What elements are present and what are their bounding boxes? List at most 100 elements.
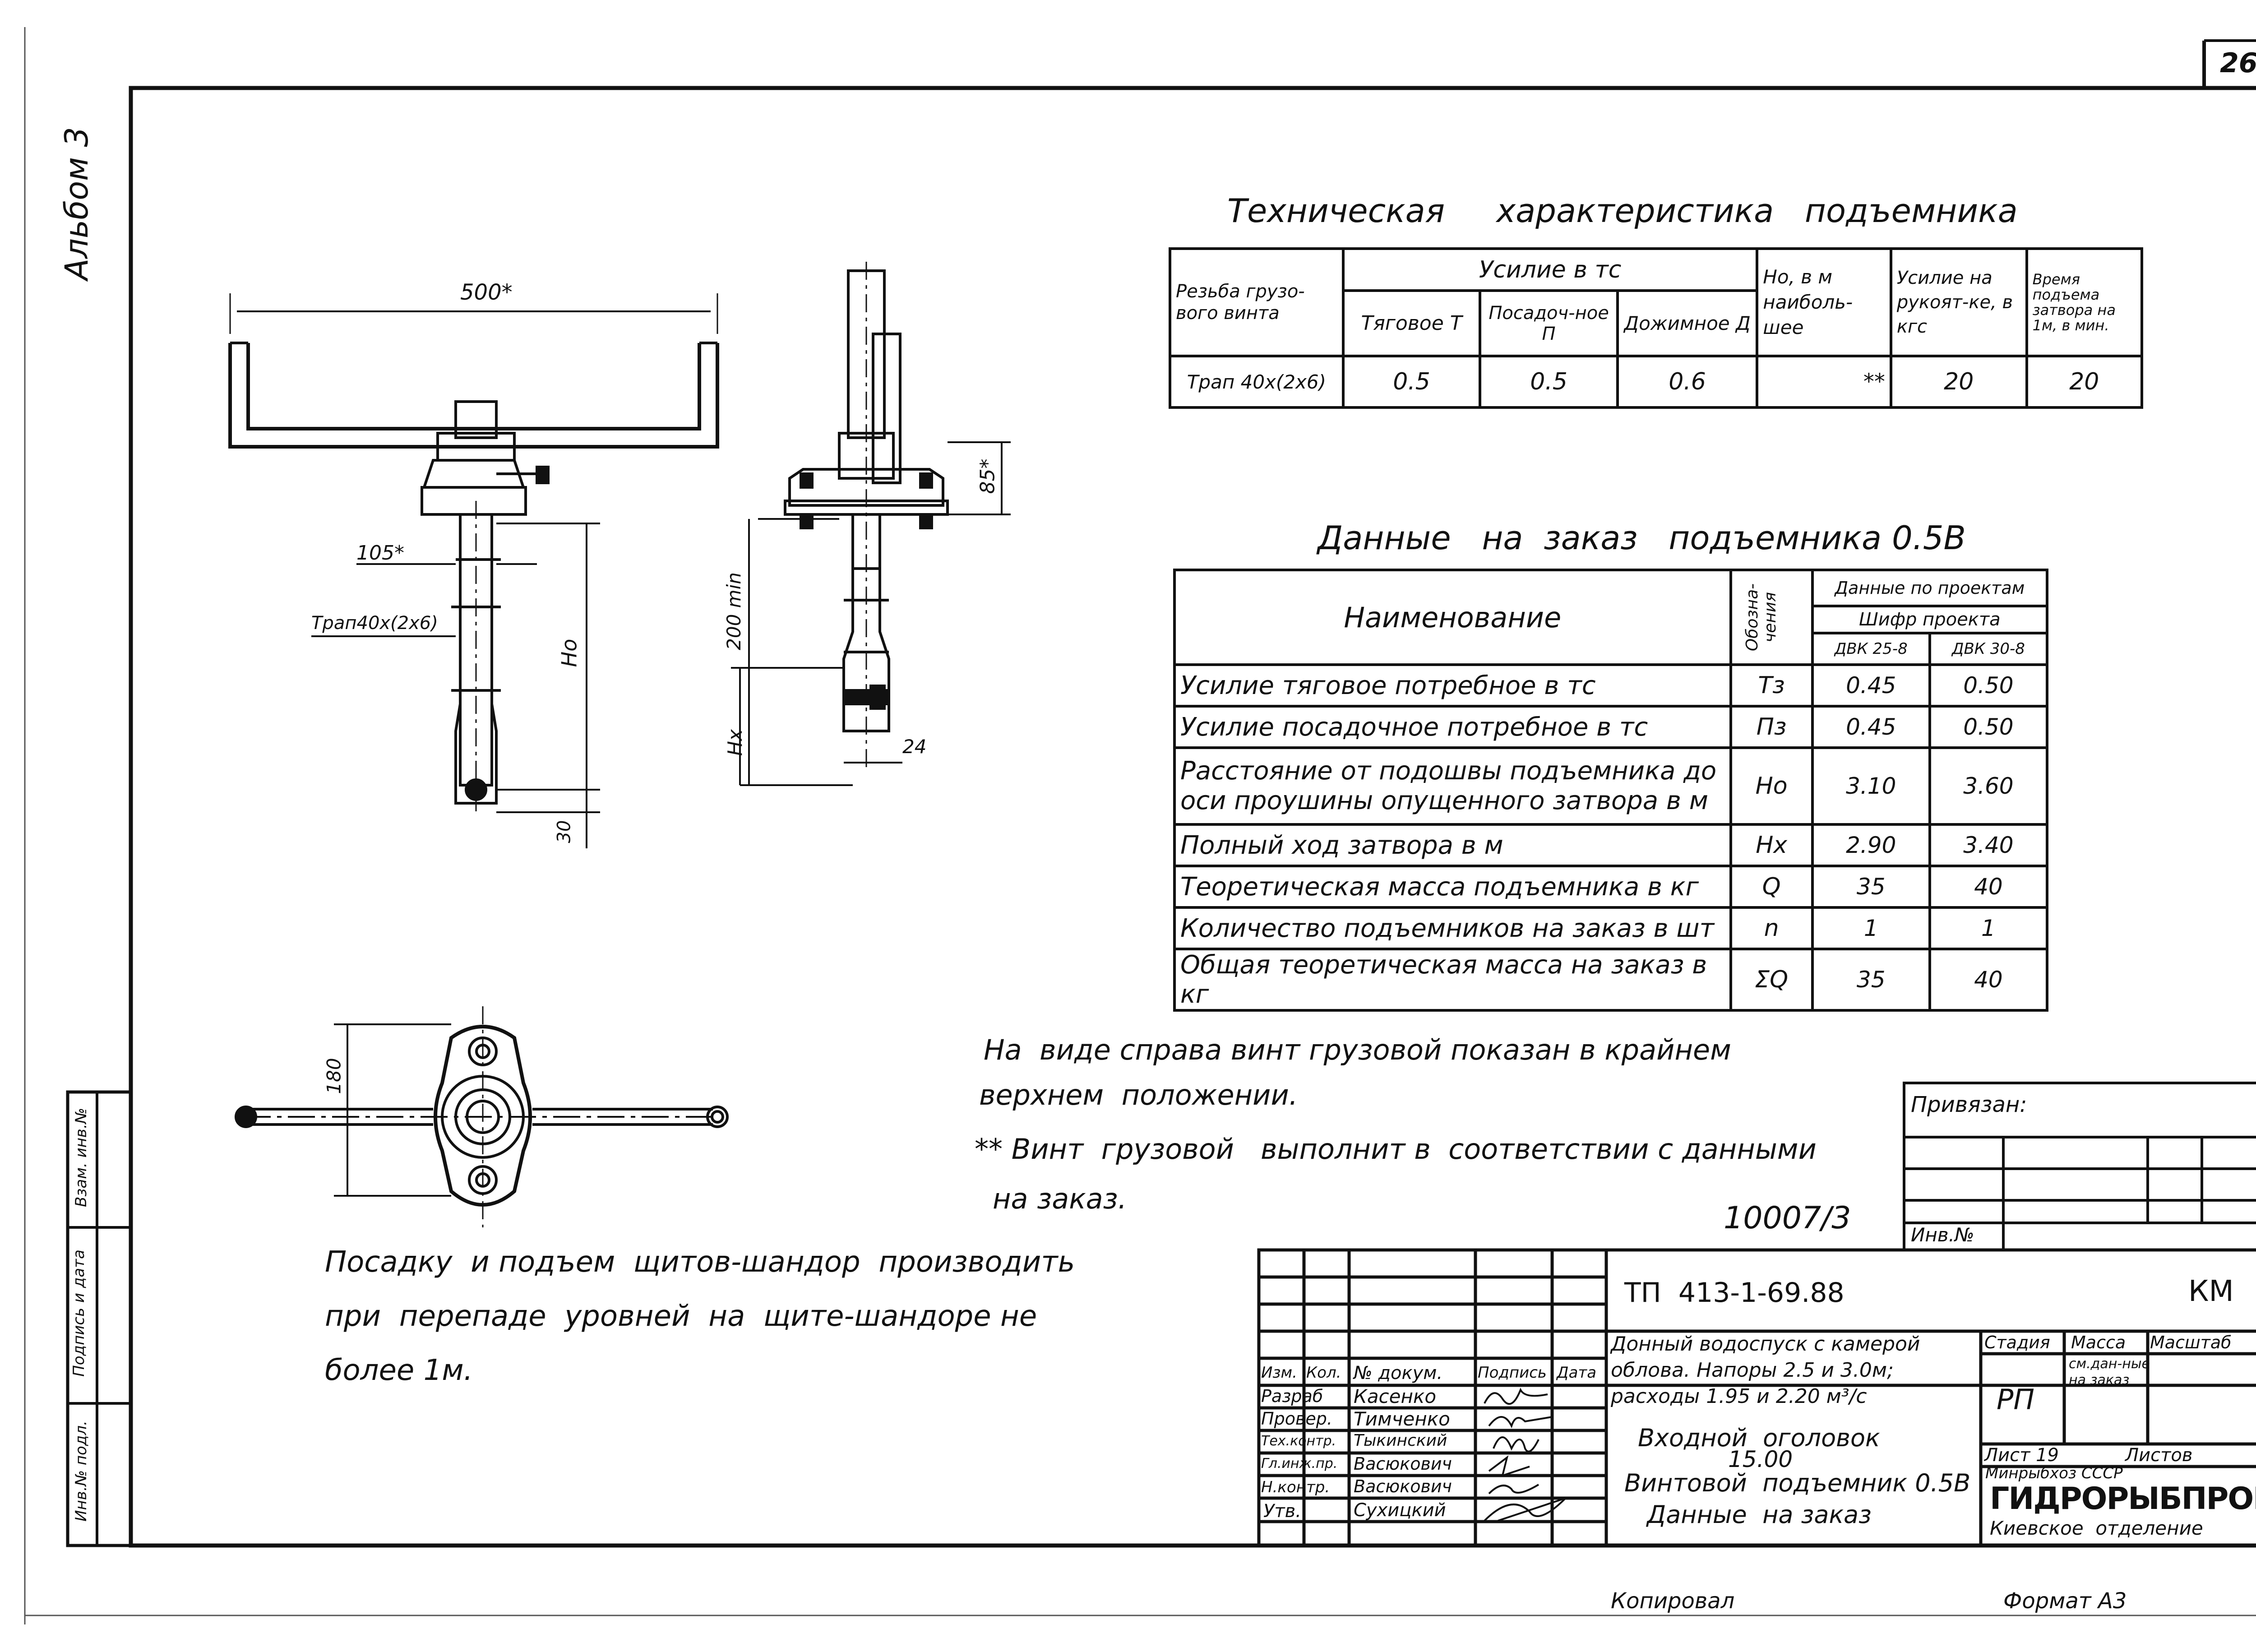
role-name: Васюкович	[1354, 1454, 1452, 1474]
sheet-subtitle: Данные на заказ	[1647, 1500, 1872, 1529]
order-row-a: 35	[1811, 948, 1931, 1012]
order-h-p1: ДВК 25-8	[1811, 632, 1931, 666]
tech-h-seat: Посадоч-ное П	[1479, 289, 1619, 358]
role-name: Тыкинский	[1354, 1431, 1447, 1450]
order-row-sym: Тз	[1729, 663, 1814, 708]
order-h-name: Наименование	[1173, 569, 1732, 666]
dim-105: 105*	[356, 541, 404, 565]
doc-part: Входной оголовок	[1638, 1424, 1880, 1452]
tech-title: Техническая характеристика подъемника	[1227, 192, 2018, 230]
tech-h-h0: Нo, в м наиболь-шее	[1756, 247, 1892, 358]
dim-24: 24	[902, 736, 927, 758]
order-row-name: Усилие тяговое потребное в тс	[1173, 663, 1732, 708]
order-table: Наименование Обозна-чения Данные по прое…	[1173, 569, 2049, 1012]
order-row-b: 3.40	[1928, 823, 2049, 867]
order-row-name: Количество подъемников на заказ в шт	[1173, 906, 1732, 950]
order-row-name: Усилие посадочное потребное в тс	[1173, 705, 1732, 749]
col-doc: № докум.	[1354, 1363, 1443, 1384]
order-row-name: Полный ход затвора в м	[1173, 823, 1732, 867]
format-label: Формат А3	[2003, 1588, 2127, 1614]
order-row-b: 40	[1928, 948, 2049, 1012]
order-row-a: 0.45	[1811, 705, 1931, 749]
doc-subject: Донный водоспуск с камерой облова. Напор…	[1611, 1333, 1920, 1408]
scale-header: Масштаб	[2150, 1333, 2232, 1352]
tech-h-press: Дожимное Д	[1616, 289, 1759, 358]
tech-h-force: Усилие в тс	[1341, 247, 1759, 292]
page-number: 26	[2220, 47, 2256, 79]
role-label: Гл.инж.пр.	[1261, 1456, 1338, 1472]
tech-v-press: 0.6	[1616, 355, 1759, 409]
order-row-sym: Q	[1729, 865, 1814, 909]
ministry: Минрыбхоз СССР	[1985, 1464, 2123, 1482]
side-view	[731, 262, 1011, 786]
stage-header: Стадия	[1984, 1333, 2050, 1352]
tech-v-seat: 0.5	[1479, 355, 1619, 409]
order-row-b: 0.50	[1928, 663, 2049, 708]
department: Киевское отделение	[1990, 1517, 2203, 1539]
tech-h-time: Время подъема затвора на 1м, в мин.	[2025, 247, 2144, 358]
tech-h-handle: Усилие на рукоят-ке, в кгс	[1889, 247, 2028, 358]
col-date: Дата	[1557, 1364, 1597, 1382]
role-name: Сухицкий	[1354, 1500, 1446, 1521]
tech-v-handle: 20	[1889, 355, 2028, 409]
note-3-line-2: при перепаде уровней на щите-шандоре не	[325, 1300, 1037, 1333]
order-title: Данные на заказ подъемника 0.5В	[1318, 519, 1966, 557]
role-name: Тимченко	[1354, 1408, 1450, 1430]
order-row-name: Общая теоретическая масса на заказ в кг	[1173, 948, 1732, 1012]
order-row-name: Расстояние от подошвы подъемника до оси …	[1173, 746, 1732, 826]
plan-view	[235, 1006, 729, 1227]
mass-header: Масса	[2071, 1333, 2126, 1352]
note-1-line-1: На виде справа винт грузовой показан в к…	[984, 1033, 1731, 1066]
order-row-sym: ΣQ	[1729, 948, 1814, 1012]
org-name: ГИДРОРЫБПРОЕКТ	[1990, 1481, 2256, 1517]
role-label: Н.контр.	[1261, 1478, 1330, 1496]
front-view	[228, 293, 719, 848]
order-row-b: 1	[1928, 906, 2049, 950]
tech-v-time: 20	[2025, 355, 2144, 409]
order-row-b: 0.50	[1928, 705, 2049, 749]
stage-value: РП	[1997, 1383, 2035, 1416]
order-row-sym: n	[1729, 906, 1814, 950]
order-row-b: 40	[1928, 865, 2049, 909]
note-2-line-1: ** Винт грузовой выполнит в соответствии…	[975, 1133, 1817, 1166]
order-row-sym: Нх	[1729, 823, 1814, 867]
inv-no-label: Инв.№	[1911, 1224, 1974, 1246]
col-sign: Подпись	[1478, 1364, 1547, 1382]
role-name: Касенко	[1354, 1385, 1437, 1407]
role-label: Тех.контр.	[1261, 1433, 1336, 1449]
order-row-a: 1	[1811, 906, 1931, 950]
order-row-a: 2.90	[1811, 823, 1931, 867]
order-h-p2: ДВК 30-8	[1928, 632, 2049, 666]
col-kol: Кол.	[1306, 1364, 1341, 1382]
note-1-line-2: верхнем положении.	[979, 1078, 1298, 1111]
sheets-label: Листов	[2125, 1445, 2193, 1466]
order-row-sym: Нo	[1729, 746, 1814, 826]
note-2-line-2: на заказ.	[993, 1182, 1127, 1215]
doc-elev: 15.00	[1728, 1446, 1793, 1472]
role-label: Утв.	[1263, 1501, 1301, 1522]
order-row-sym: Пз	[1729, 705, 1814, 749]
tech-v-thread: Трап 40х(2х6)	[1169, 355, 1345, 409]
note-3-line-1: Посадку и подъем щитов-шандор производит…	[325, 1245, 1075, 1279]
tech-v-pull: 0.5	[1341, 355, 1482, 409]
sheet-number: Лист 19	[1984, 1445, 2059, 1466]
role-name: Васюкович	[1354, 1476, 1452, 1496]
role-label: Разраб	[1261, 1386, 1323, 1406]
order-row-b: 3.60	[1928, 746, 2049, 826]
order-row-a: 0.45	[1811, 663, 1931, 708]
order-row-name: Теоретическая масса подъемника в кг	[1173, 865, 1732, 909]
mass-value: см.дан-ные на заказ	[2069, 1356, 2150, 1388]
linked-label: Привязан:	[1911, 1092, 2027, 1117]
order-h-cipher: Шифр проекта	[1811, 605, 2049, 634]
doc-code: ТП 413-1-69.88	[1624, 1277, 1845, 1309]
order-row-a: 3.10	[1811, 746, 1931, 826]
note-3-line-3: более 1м.	[325, 1354, 473, 1387]
tech-table: Резьба грузо-вого винта Усилие в тс Нo, …	[1169, 247, 2144, 409]
dim-thread: Трап40х(2х6)	[311, 613, 438, 634]
doc-mark: КМ	[2188, 1275, 2234, 1308]
tech-h-pull: Тяговое Т	[1341, 289, 1482, 358]
